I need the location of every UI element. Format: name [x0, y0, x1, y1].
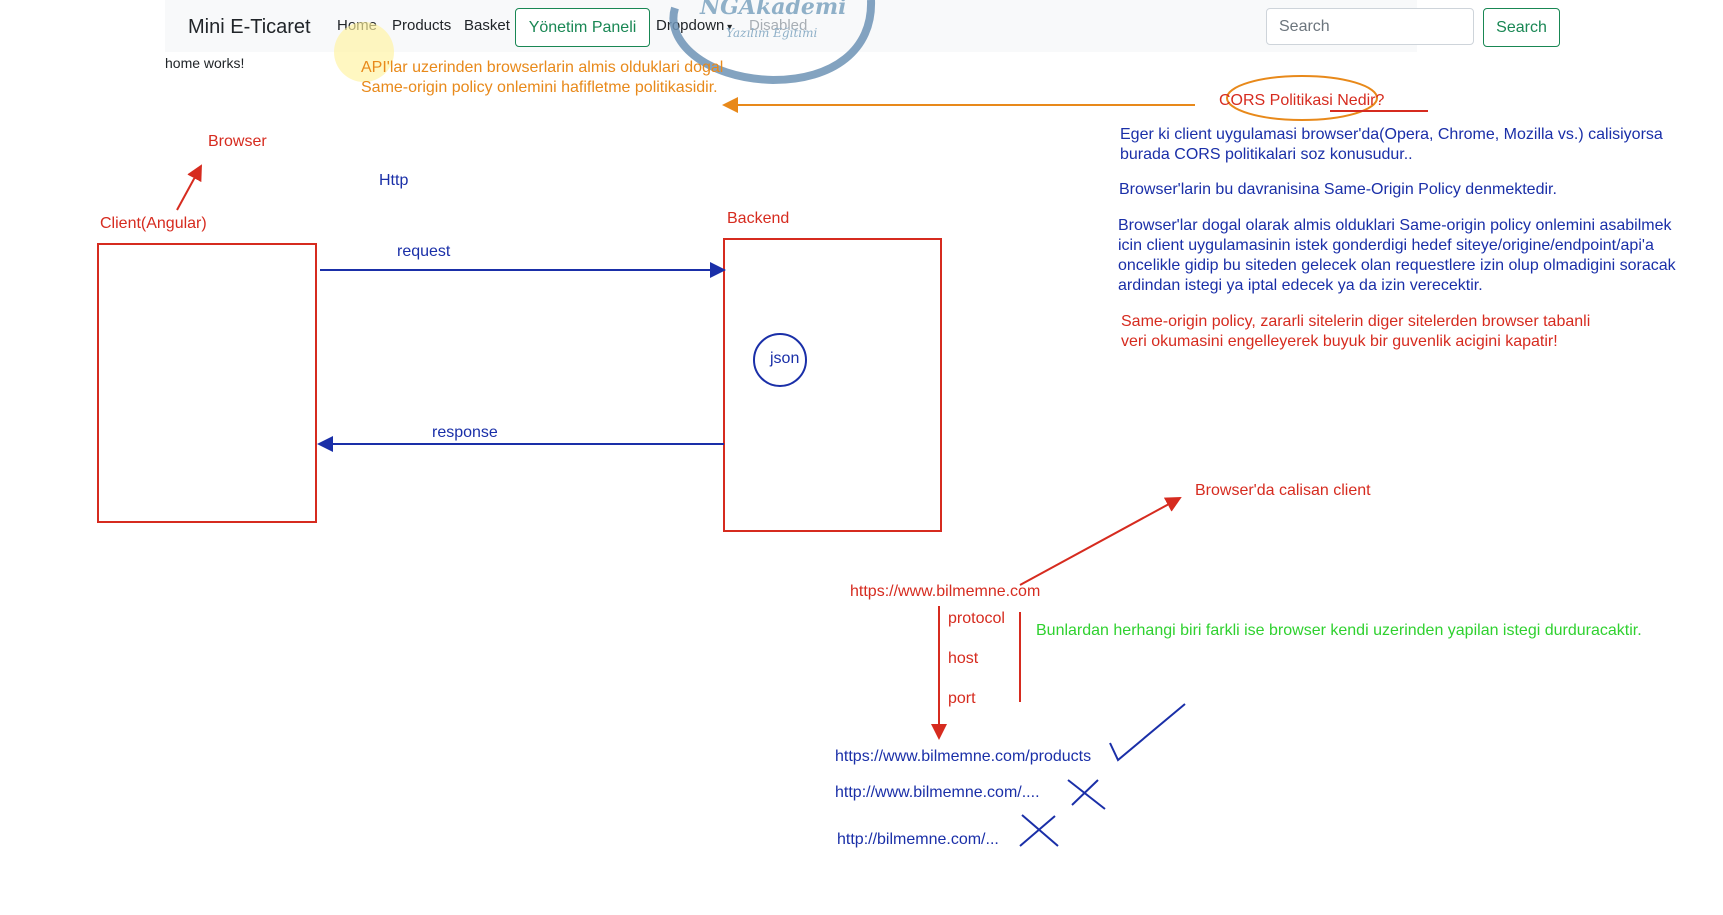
admin-panel-button[interactable]: Yönetim Paneli — [515, 8, 650, 47]
json-circle — [753, 333, 807, 387]
blue-paragraph-3: Browser'lar dogal olarak almis olduklari… — [1118, 216, 1676, 296]
text-line: Browser'lar dogal olarak almis olduklari… — [1118, 217, 1672, 234]
ngakademi-logo — [669, 0, 876, 85]
text-line: icin client uygulamasinin istek gonderdi… — [1118, 237, 1654, 254]
backend-box — [723, 238, 942, 532]
port-label: port — [948, 690, 976, 707]
host-label: host — [948, 650, 979, 667]
cursor-highlight — [334, 22, 394, 82]
text-line: Same-origin policy, zararli sitelerin di… — [1121, 313, 1591, 330]
orange-note: API'lar uzerinden browserlarin almis old… — [361, 58, 723, 98]
green-note: Bunlardan herhangi biri farkli ise brows… — [1036, 622, 1642, 639]
http-label: Http — [379, 172, 409, 189]
search-input[interactable]: Search — [1266, 8, 1474, 45]
browser-label: Browser — [208, 133, 267, 150]
url-ok: https://www.bilmemne.com/products — [835, 748, 1092, 765]
client-box — [97, 243, 317, 523]
search-button[interactable]: Search — [1483, 8, 1560, 47]
check-icon — [1109, 703, 1186, 762]
backend-label: Backend — [727, 210, 790, 227]
text-line: ardindan istegi ya iptal edecek ya da iz… — [1118, 277, 1483, 294]
brand[interactable]: Mini E-Ticaret — [188, 16, 311, 38]
text-line: oncelikle gidip bu siteden gelecek olan … — [1118, 257, 1676, 274]
text-line: burada CORS politikalari soz konusudur.. — [1120, 146, 1413, 163]
url-bad-1: http://www.bilmemne.com/.... — [835, 784, 1040, 801]
cors-title: CORS Politikasi Nedir? — [1219, 92, 1385, 109]
orange-note-line: API'lar uzerinden browserlarin almis old… — [361, 59, 724, 76]
client-arrow — [1019, 497, 1182, 586]
blue-paragraph-1: Eger ki client uygulamasi browser'da(Ope… — [1120, 125, 1663, 165]
origin-url: https://www.bilmemne.com — [850, 583, 1041, 600]
logo-subtitle: Yazılım Eğitimi — [726, 26, 818, 40]
request-label: request — [397, 243, 451, 260]
cors-ellipse — [1226, 75, 1378, 121]
cross-icon — [1019, 814, 1059, 847]
cross-icon — [1067, 779, 1106, 810]
nav-basket[interactable]: Basket — [464, 17, 510, 34]
search-placeholder: Search — [1279, 18, 1330, 35]
response-label: response — [432, 424, 498, 441]
client-label: Client(Angular) — [100, 215, 207, 232]
nav-products[interactable]: Products — [392, 17, 452, 34]
url-bad-2: http://bilmemne.com/... — [837, 831, 999, 848]
browser-arrow — [176, 164, 202, 211]
orange-note-line: Same-origin policy onlemini hafifletme p… — [361, 79, 718, 96]
home-works-text: home works! — [165, 55, 245, 71]
nav-disabled: Disabled — [749, 17, 808, 34]
json-label: json — [770, 350, 800, 367]
text-line: veri okumasini engelleyerek buyuk bir gu… — [1121, 333, 1558, 350]
red-paragraph: Same-origin policy, zararli sitelerin di… — [1121, 312, 1590, 352]
protocol-label: protocol — [948, 610, 1005, 627]
blue-paragraph-2: Browser'larin bu davranisina Same-Origin… — [1119, 181, 1557, 198]
logo-title: NGAkademi — [700, 0, 847, 20]
browserda-client-label: Browser'da calisan client — [1195, 482, 1371, 499]
text-line: Eger ki client uygulamasi browser'da(Ope… — [1120, 126, 1663, 143]
chevron-down-icon: ▾ — [724, 22, 733, 33]
